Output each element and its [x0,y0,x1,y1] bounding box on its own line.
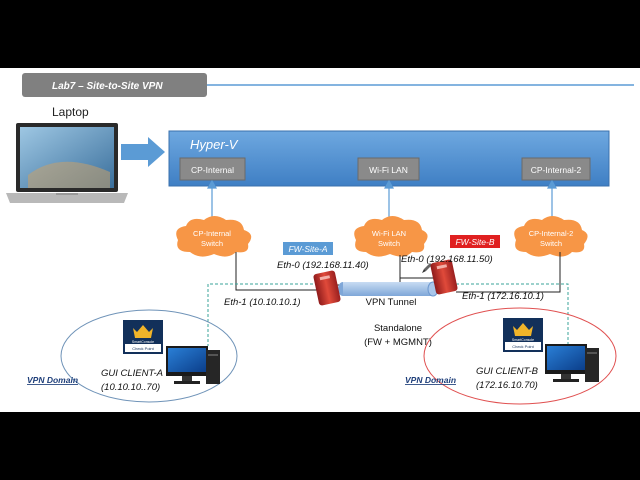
pencil-icon [422,263,432,273]
desktop-pc-a-icon [166,346,220,384]
vpn-tunnel-label: VPN Tunnel [366,297,417,308]
laptop-label: Laptop [52,105,89,119]
cloud-wifi-lan-line1: Wi-Fi LAN [372,229,406,238]
crown-icon [513,323,533,336]
client-b-name: GUI CLIENT-B [476,366,539,377]
cloud-cp-internal-2-line1: CP-Internal-2 [529,229,574,238]
desktop-pc-b-icon [545,344,599,382]
standalone-line1: Standalone [374,323,422,334]
vswitch-wifi-lan-label: Wi-Fi LAN [369,165,408,175]
badge-a-bottom: Check Point [132,346,154,351]
hyperv-title: Hyper-V [190,137,239,152]
vswitch-cp-internal-label: CP-Internal [191,165,234,175]
vswitch-cp-internal-2-label: CP-Internal-2 [531,165,582,175]
cloud-cp-internal-switch: CP-Internal Switch [176,216,252,257]
fw-site-a-tag: FW-Site-A [283,242,333,255]
badge-b-top: SmartConsole [512,338,534,342]
vpn-domain-a-label: VPN Domain [27,375,78,385]
fw-b-eth1-label: Eth-1 (172.16.10.1) [462,291,544,302]
vpn-domain-b-circle [423,307,617,405]
checkpoint-badge-a: SmartConsole Check Point [123,320,163,354]
arrow-to-hyperv [121,137,165,167]
firewall-site-a [313,270,341,306]
checkpoint-badge-b: SmartConsole Check Point [503,318,543,352]
client-a-name: GUI CLIENT-A [101,368,163,379]
diagram-canvas: Lab7 – Site-to-Site VPN Laptop Hyper-V C… [0,68,640,412]
lab-title: Lab7 – Site-to-Site VPN [52,81,163,92]
standalone-line2: (FW + MGMNT) [364,337,432,348]
client-links [207,283,569,346]
client-a-ip: (10.10.10..70) [101,382,160,393]
uplink-arrows [206,179,558,222]
cloud-cp-internal-2-line2: Switch [540,239,562,248]
fw-a-eth1-label: Eth-1 (10.10.10.1) [224,297,301,308]
badge-a-top: SmartConsole [132,340,154,344]
firewall-site-b [430,259,458,295]
cloud-cp-internal-line1: CP-Internal [193,229,231,238]
cloud-cp-internal-2-switch: CP-Internal-2 Switch [514,216,588,257]
vpn-domain-b-label: VPN Domain [405,375,456,385]
client-b-ip: (172.16.10.70) [476,380,538,391]
laptop-icon [6,123,128,203]
vswitch-wifi-lan: Wi-Fi LAN [357,157,420,181]
vswitch-cp-internal: CP-Internal [179,157,246,181]
fw-a-eth0-label: Eth-0 (192.168.11.40) [277,260,369,271]
fw-site-b-name: FW-Site-B [455,237,494,247]
lab-title-banner: Lab7 – Site-to-Site VPN [22,73,207,97]
vpn-tunnel: VPN Tunnel [338,281,439,308]
vpn-domain-a-circle [60,309,238,403]
fw-b-eth0-label: Eth-0 (192.168.11.50) [401,254,493,265]
cloud-cp-internal-line2: Switch [201,239,223,248]
fw-site-a-name: FW-Site-A [288,244,327,254]
network-diagram: Lab7 – Site-to-Site VPN Laptop Hyper-V C… [6,73,634,405]
cloud-wifi-lan-switch: Wi-Fi LAN Switch [354,216,428,257]
vswitch-cp-internal-2: CP-Internal-2 [521,157,591,181]
crown-icon [133,325,153,338]
fw-site-b-tag: FW-Site-B [450,235,500,248]
badge-b-bottom: Check Point [512,344,534,349]
cloud-wifi-lan-line2: Switch [378,239,400,248]
